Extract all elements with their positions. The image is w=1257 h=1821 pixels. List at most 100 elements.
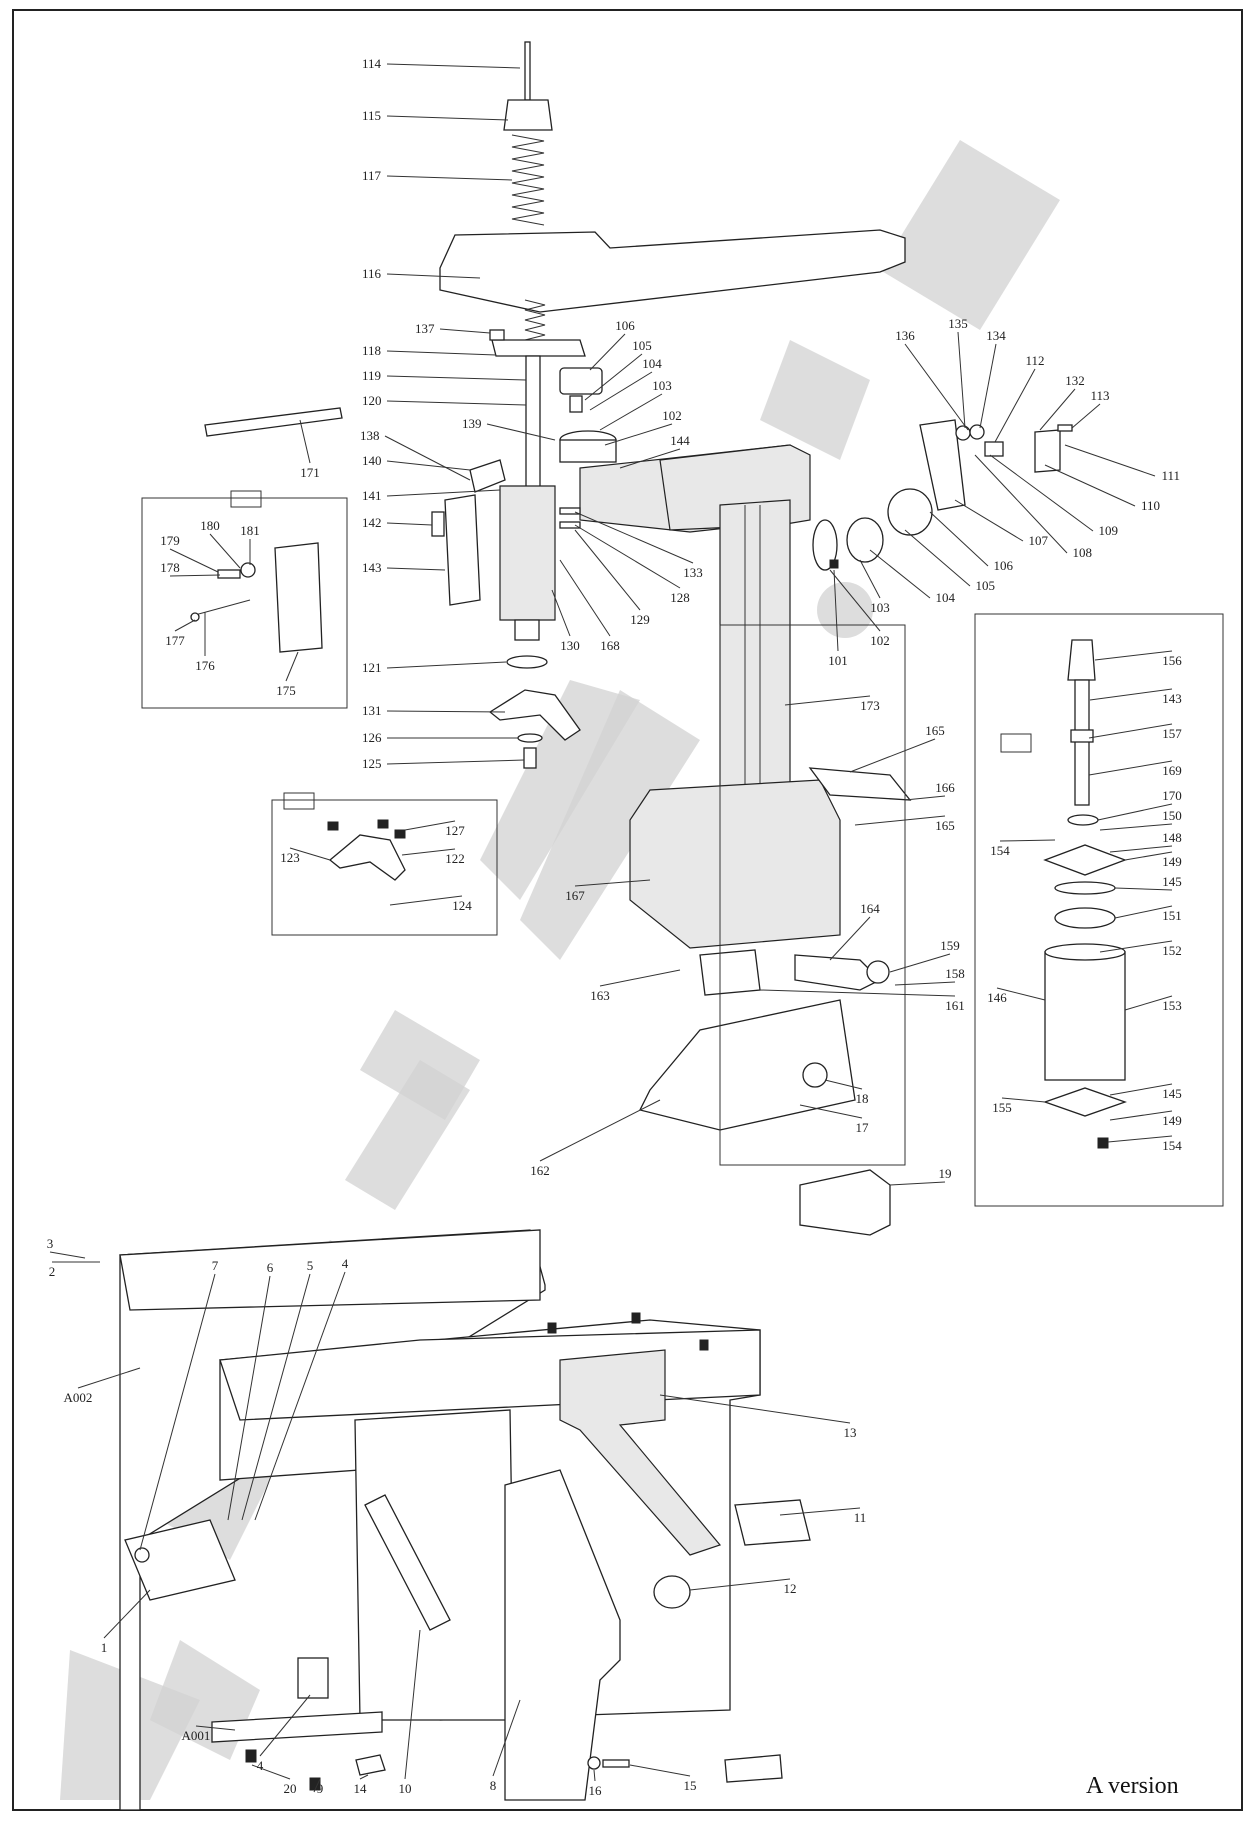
- leader-line-c120: [386, 400, 527, 406]
- leader-line-c108: [974, 454, 1068, 554]
- callout-label-c16: 16: [589, 1783, 603, 1798]
- leader-line-c167: [574, 879, 651, 887]
- callout-label-c103a: 103: [652, 378, 672, 393]
- leader-line-c1: [103, 1589, 151, 1639]
- callout-label-c158: 158: [945, 966, 965, 981]
- leader-line-c9: [313, 1778, 321, 1793]
- leader-line-c102b: [829, 569, 881, 632]
- part-153-cylinder: [1044, 951, 1126, 1081]
- part-149-flange: [1043, 844, 1127, 876]
- leader-line-c132: [1039, 388, 1076, 431]
- callout-label-c17: 17: [856, 1120, 870, 1135]
- callout-label-c18: 18: [856, 1091, 869, 1106]
- callout-label-c181: 181: [240, 523, 260, 538]
- callout-label-c116: 116: [362, 266, 382, 281]
- callout-label-c143a: 143: [362, 560, 382, 575]
- callout-label-c151: 151: [1162, 908, 1182, 923]
- part-155-base: [1043, 1087, 1127, 1117]
- leader-line-c161: [759, 989, 956, 997]
- callout-label-c175: 175: [276, 683, 296, 698]
- leader-line-c103a: [599, 393, 663, 431]
- part-126-washer: [517, 733, 543, 743]
- foot-right: [724, 1754, 783, 1783]
- leader-line-c158: [894, 981, 956, 986]
- leader-line-c175: [285, 651, 299, 682]
- leader-line-c170: [1097, 803, 1173, 821]
- callout-label-c126: 126: [362, 730, 382, 745]
- leader-line-c143a: [386, 567, 446, 571]
- callout-label-c166: 166: [935, 780, 955, 795]
- part-112-spacer: [984, 441, 1004, 457]
- leader-line-c115: [386, 115, 509, 121]
- part-133-screw: [559, 507, 581, 515]
- leader-line-c112: [994, 368, 1036, 443]
- callout-label-c133: 133: [683, 565, 703, 580]
- part-128-screw: [559, 521, 581, 529]
- callout-label-c108: 108: [1073, 545, 1093, 560]
- callout-label-c169: 169: [1162, 763, 1182, 778]
- leader-line-c173: [784, 695, 871, 706]
- leader-line-c171: [299, 419, 311, 464]
- leader-line-c7: [139, 1273, 216, 1551]
- part-101-screw: [829, 559, 839, 569]
- leader-line-c4a: [254, 1271, 346, 1521]
- leader-line-c125: [386, 759, 525, 765]
- callout-label-c106b: 106: [994, 558, 1014, 573]
- leader-line-c166: [904, 795, 946, 801]
- callout-label-c104a: 104: [642, 356, 662, 371]
- part-107-plate: [919, 419, 966, 511]
- leader-line-c20: [251, 1764, 291, 1780]
- callout-label-c180: 180: [200, 518, 220, 533]
- part-116-arm: [439, 229, 906, 313]
- part-14-pad: [355, 1754, 386, 1776]
- callout-label-c20: 20: [284, 1781, 297, 1796]
- part-11-bracket: [734, 1499, 811, 1546]
- leader-line-c177: [174, 619, 196, 632]
- callout-label-c138a: 138: [360, 428, 380, 443]
- part-143-collar: [1070, 729, 1094, 743]
- detail-box-142: [141, 490, 348, 709]
- callout-label-c127: 127: [445, 823, 465, 838]
- callout-label-c6: 6: [267, 1260, 274, 1275]
- callout-label-c145a: 145: [1162, 874, 1182, 889]
- callouts: 1141151171161371181191201381391401411421…: [47, 56, 1183, 1798]
- callout-label-c171: 171: [300, 465, 320, 480]
- part-102-disc: [812, 519, 838, 571]
- callout-label-c122: 122: [445, 851, 465, 866]
- leader-line-c5: [241, 1273, 311, 1521]
- leader-line-c118: [386, 350, 497, 356]
- callout-label-c5: 5: [307, 1258, 314, 1273]
- callout-label-c173: 173: [860, 698, 880, 713]
- leader-line-c157: [1088, 723, 1173, 739]
- part-177-pin: [190, 612, 200, 622]
- spring-lower: [524, 299, 546, 341]
- callout-label-c149b: 149: [1162, 1113, 1182, 1128]
- part-A001-bar: [211, 1711, 383, 1743]
- leader-line-c145b: [1109, 1083, 1173, 1096]
- callout-label-c12: 12: [784, 1581, 797, 1596]
- callout-label-c10: 10: [399, 1781, 412, 1796]
- callout-label-c167: 167: [565, 888, 585, 903]
- leader-line-c142: [386, 522, 433, 526]
- leader-line-c165b: [854, 815, 946, 826]
- callout-label-c162: 162: [530, 1163, 550, 1178]
- leader-line-c180: [209, 533, 241, 569]
- leader-line-c145a: [1114, 887, 1173, 891]
- leader-line-c136: [904, 343, 969, 431]
- leader-line-c114: [386, 63, 521, 69]
- upper-column-assembly: [204, 41, 1073, 1236]
- callout-label-c165a: 165: [925, 723, 945, 738]
- page-border: [12, 9, 1243, 1811]
- leader-line-c144: [619, 448, 681, 469]
- part-135-nut: [955, 425, 971, 441]
- part-145-oring: [1054, 881, 1116, 895]
- callout-label-c109: 109: [1099, 523, 1119, 538]
- version-label: A version: [1086, 1773, 1179, 1799]
- leader-line-c8: [492, 1699, 521, 1777]
- callout-label-c157: 157: [1162, 726, 1182, 741]
- callout-label-c149a: 149: [1162, 854, 1182, 869]
- leader-line-c154a: [999, 839, 1056, 842]
- callout-label-c134: 134: [986, 328, 1006, 343]
- callout-label-c105b: 105: [976, 578, 996, 593]
- callout-label-c135: 135: [948, 316, 968, 331]
